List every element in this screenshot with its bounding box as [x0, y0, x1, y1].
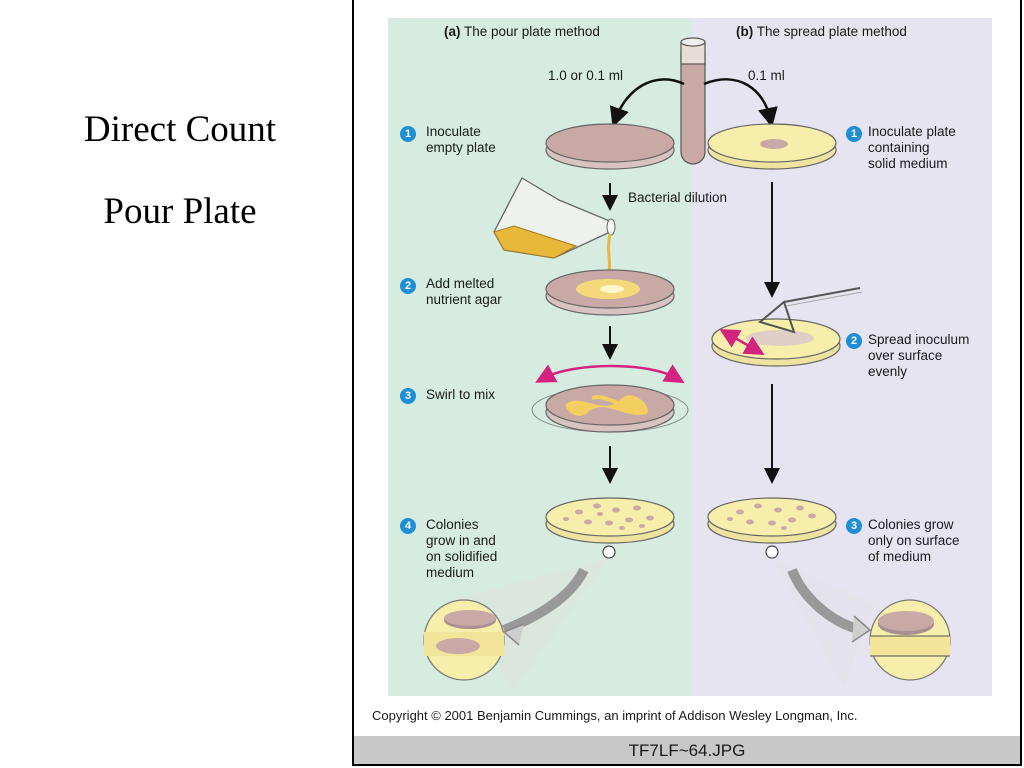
copyright-notice: Copyright © 2001 Benjamin Cummings, an i… [372, 708, 858, 723]
transfer-arrow-pour [609, 78, 685, 128]
pour-step3-badge: 3 [400, 388, 416, 404]
pour-method-heading: (a) The pour plate method [444, 24, 600, 39]
pour-step2-label: Add melted nutrient agar [426, 276, 502, 307]
method-illustration [423, 37, 951, 690]
spread-step3-label: Colonies grow only on surface of medium [868, 517, 960, 564]
spread-volume-label: 0.1 ml [748, 68, 785, 83]
bacterial-dilution-label: Bacterial dilution [628, 190, 728, 205]
pour-plate-step1 [545, 123, 675, 170]
spread-plate-step3 [707, 497, 837, 559]
pour-step3-label: Swirl to mix [426, 387, 496, 402]
test-tube [680, 37, 706, 165]
spread-step1-label: Inoculate plate containing solid medium [868, 124, 956, 171]
pour-step1-label: Inoculate empty plate [426, 124, 496, 155]
spread-method-heading: (b) The spread plate method [736, 24, 907, 39]
spread-step2-badge: 2 [846, 333, 862, 349]
pour-step2-badge: 2 [400, 278, 416, 294]
pour-plate-step3 [531, 364, 689, 433]
slide-title-line2: Pour Plate [103, 191, 257, 232]
filename-bar: TF7LF~64.JPG [354, 736, 1020, 764]
spread-step1-badge: 1 [846, 126, 862, 142]
pour-plate-step2 [545, 269, 675, 316]
spread-plate-step2 [711, 287, 863, 367]
agar-flask [493, 177, 616, 279]
spread-method-title: The spread plate method [756, 24, 907, 39]
spread-step2-label: Spread inoculum over surface evenly [868, 332, 970, 379]
spread-step3-badge: 3 [846, 518, 862, 534]
spread-method-letter: (b) [736, 24, 754, 39]
slide-title-line1: Direct Count [83, 109, 277, 150]
pour-step4-badge: 4 [400, 518, 416, 534]
spread-plate-magnified [772, 558, 951, 688]
transfer-arrow-spread [703, 78, 778, 128]
pour-step1-badge: 1 [400, 126, 416, 142]
spread-plate-step1 [707, 123, 837, 170]
plate-methods-figure: (a) The pour plate method (b) The spread… [352, 0, 1022, 766]
pour-plate-magnified [423, 558, 609, 690]
pour-step4-label: Colonies grow in and on solidified mediu… [426, 517, 498, 580]
pour-method-letter: (a) [444, 24, 461, 39]
pour-method-title: The pour plate method [464, 24, 600, 39]
pour-volume-label: 1.0 or 0.1 ml [548, 68, 624, 83]
pour-plate-step4 [545, 497, 675, 559]
